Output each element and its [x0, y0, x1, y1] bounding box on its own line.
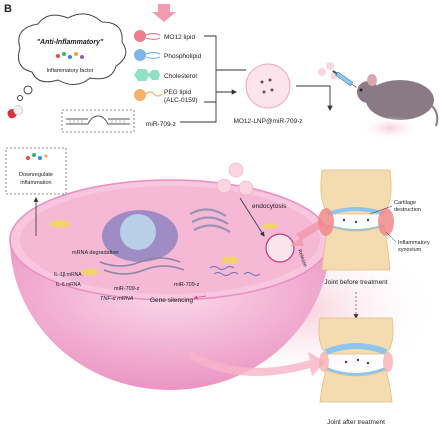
- cartilage-pointer: [369, 205, 393, 215]
- legend-mo12-label: MO12 lipid: [164, 34, 195, 41]
- lnp-label: MO12-LNP@miR-709-z: [233, 118, 302, 125]
- mitochondria-icon: [50, 220, 278, 276]
- small-particles-icon: [318, 62, 338, 80]
- cartilage-label-1: Cartilage: [394, 200, 416, 206]
- endosome-icon: [265, 233, 295, 263]
- golgi-icon: [189, 208, 231, 233]
- bubble-subtitle: Inflammatory factor: [46, 68, 93, 74]
- mirna-strands-icon: [209, 266, 261, 276]
- inflammatory-factor-dots-icon: [56, 52, 84, 59]
- capsule-pill-icon: [7, 105, 24, 119]
- synovium-label-2: synovium: [398, 247, 422, 253]
- legend-cholesterol-icon: [134, 69, 160, 81]
- mrna-degradation-label: mRNA degradation: [72, 250, 118, 256]
- bubble-title: "Anti-Inflammatory": [37, 39, 104, 46]
- gene-silencing-label: Gene silencing: [150, 297, 193, 304]
- legend-cholesterol-label: Cholesterol: [164, 73, 197, 80]
- cartilage-label-2: destruction: [394, 207, 421, 213]
- endocytosis-label: endocytosis: [252, 203, 287, 210]
- il6-label: IL-6 mRNA: [56, 282, 81, 288]
- mouse-icon: [357, 74, 439, 127]
- silencing-arrow: [193, 295, 207, 300]
- legend-peg-label: PEG lipid: [164, 89, 191, 96]
- downregulate-box: Downregulate inflammation: [5, 147, 67, 195]
- tnf-label: TNF-α mRNA: [100, 296, 134, 302]
- joint-after-icon: [318, 317, 394, 403]
- nucleolus: [120, 214, 156, 250]
- joint-before-caption: Joint before treatment: [324, 279, 387, 286]
- mir-outer-label: miR-709-z: [174, 282, 200, 288]
- mirna-connector-line: [180, 102, 217, 123]
- legend-phospholipid-label: Phospholipid: [164, 53, 202, 60]
- legend-peg-lipid-icon: [134, 89, 163, 101]
- mirna-strand-icon: [61, 109, 135, 133]
- joint-after-caption: Joint after treatment: [327, 419, 385, 426]
- joint-to-cell-arrow: [290, 220, 324, 246]
- legend-peg-sub-label: (ALC-0159): [164, 97, 198, 104]
- legend-mo12-lipid-icon: [134, 30, 161, 42]
- syringe-icon: [332, 69, 357, 88]
- legend-bracket-line: [204, 35, 246, 103]
- to-mouse-arrow: [296, 85, 333, 112]
- il1b-label: IL-1β mRNA: [54, 272, 82, 278]
- thought-bubble: "Anti-Inflammatory" Inflammatory factor: [17, 13, 127, 101]
- endoplasmic-reticulum-icon: [99, 257, 185, 275]
- legend-phospholipid-icon: [134, 49, 161, 61]
- legend-mirna-label: miR-709-z: [146, 121, 176, 128]
- cell-to-joint-after-arrow: [188, 350, 326, 376]
- downregulate-label-1: Downregulate: [19, 172, 53, 178]
- synovium-label-1: Inflammatory: [398, 240, 430, 246]
- endocytosis-arrow: [239, 197, 265, 237]
- release-label: Release: [296, 249, 308, 268]
- joint-before-icon: [318, 169, 394, 271]
- panel-letter: B: [4, 3, 12, 15]
- endocytosis-particles-icon: [216, 162, 254, 196]
- synovium-pointer: [385, 231, 397, 243]
- mir-inner-label: miR-709-z: [114, 286, 140, 292]
- downregulate-label-2: inflammation: [20, 180, 51, 186]
- top-down-arrow: [152, 4, 176, 22]
- cytokine-dots-icon: [26, 153, 48, 160]
- lnp-nanoparticle-icon: [245, 63, 291, 109]
- mouse-glow: [360, 116, 420, 140]
